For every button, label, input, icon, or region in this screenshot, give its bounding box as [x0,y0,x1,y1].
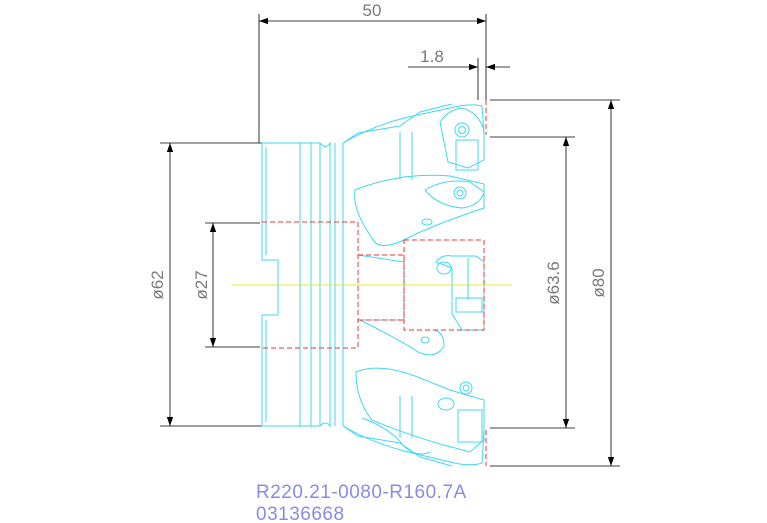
dimension-bore-diameter: ø27 [192,222,260,348]
dimension-shank-diameter: ø62 [148,142,262,427]
dimension-effective-diameter: ø63.6 [490,136,575,429]
dimension-label-50: 50 [363,1,382,20]
part-number: R220.21-0080-R160.7A [256,482,467,503]
dimension-label-d62: ø62 [148,270,167,299]
hidden-lines [262,100,487,466]
dimension-label-1-8: 1.8 [420,47,444,66]
dimension-label-d80: ø80 [589,268,608,297]
dimension-label-d63-6: ø63.6 [544,261,563,304]
dimension-axial-offset: 1.8 [408,47,510,100]
dimension-overall-length: 50 [258,1,487,143]
order-code: 03136668 [256,504,345,523]
dimension-cutting-diameter: ø80 [490,99,620,467]
dimension-label-d27: ø27 [192,270,211,299]
